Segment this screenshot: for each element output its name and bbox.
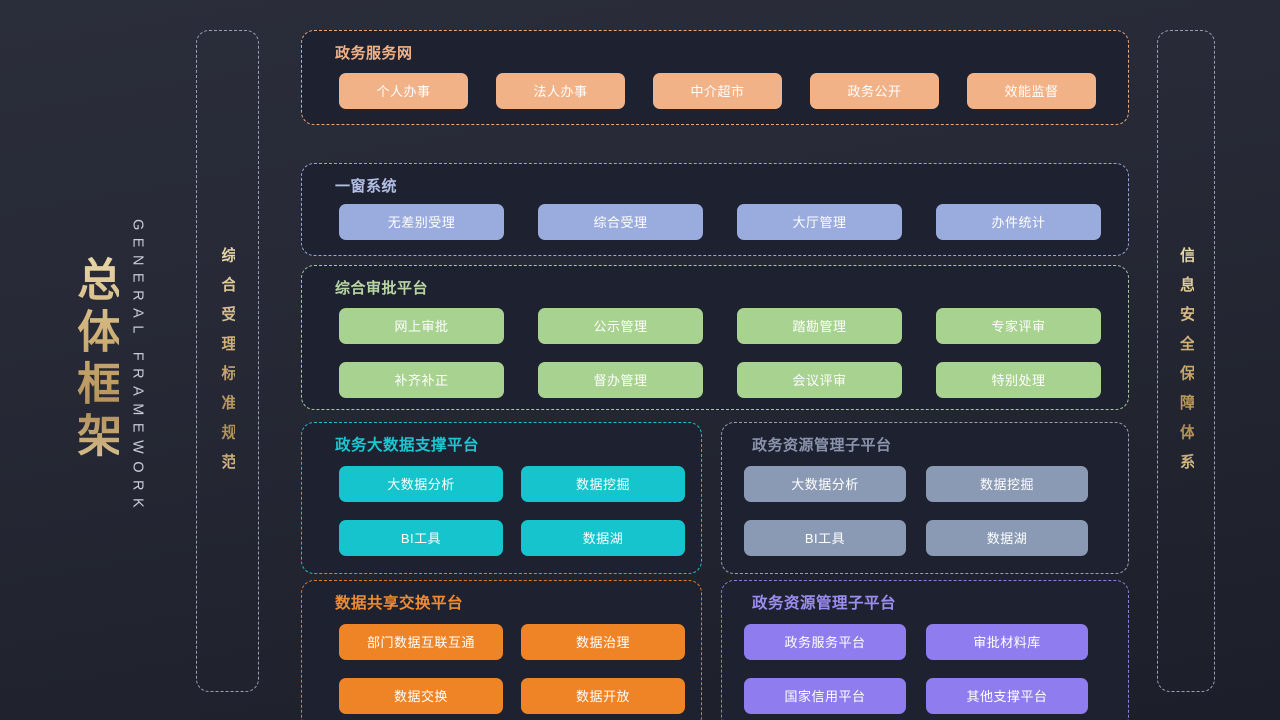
panel-resource-purple-row-1: 政务服务平台 审批材料库 xyxy=(722,624,1128,660)
chip-dept-data-interconnect[interactable]: 部门数据互联互通 xyxy=(339,624,503,660)
chip-data-lake[interactable]: 数据湖 xyxy=(521,520,685,556)
chip-gray-bigdata-analysis[interactable]: 大数据分析 xyxy=(744,466,906,502)
panel-one-window: 一窗系统 无差别受理 综合受理 大厅管理 办件统计 xyxy=(301,163,1129,256)
chip-agency-market[interactable]: 中介超市 xyxy=(653,73,782,109)
panel-resource-purple-row-2: 国家信用平台 其他支撑平台 xyxy=(722,678,1128,714)
architecture-main-area: 政务服务网 个人办事 法人办事 中介超市 政务公开 效能监督 一窗系统 无差别受… xyxy=(301,30,1129,720)
panel-bigdata: 政务大数据支撑平台 大数据分析 数据挖掘 BI工具 数据湖 xyxy=(301,422,702,574)
side-column-standards: 综合受理标准规范 xyxy=(196,30,259,692)
panel-bigdata-title: 政务大数据支撑平台 xyxy=(335,437,480,454)
chip-supplement-correction[interactable]: 补齐补正 xyxy=(339,362,504,398)
panel-one-window-row-1: 无差别受理 综合受理 大厅管理 办件统计 xyxy=(302,204,1128,240)
panel-bigdata-row-1: 大数据分析 数据挖掘 xyxy=(302,466,701,502)
chip-data-exchange[interactable]: 数据交换 xyxy=(339,678,503,714)
chip-legal-affairs[interactable]: 法人办事 xyxy=(496,73,625,109)
panel-gov-service-title: 政务服务网 xyxy=(335,45,413,62)
chip-gray-data-lake[interactable]: 数据湖 xyxy=(926,520,1088,556)
chip-approval-material-library[interactable]: 审批材料库 xyxy=(926,624,1088,660)
chip-comprehensive-acceptance[interactable]: 综合受理 xyxy=(538,204,703,240)
chip-undifferentiated-acceptance[interactable]: 无差别受理 xyxy=(339,204,504,240)
chip-data-governance[interactable]: 数据治理 xyxy=(521,624,685,660)
panel-resource-gray-title: 政务资源管理子平台 xyxy=(752,437,892,454)
chip-other-support-platform[interactable]: 其他支撑平台 xyxy=(926,678,1088,714)
chip-meeting-review[interactable]: 会议评审 xyxy=(737,362,902,398)
panel-approval-row-2: 补齐补正 督办管理 会议评审 特别处理 xyxy=(302,362,1128,398)
panel-data-share-row-1: 部门数据互联互通 数据治理 xyxy=(302,624,701,660)
panel-data-share-row-2: 数据交换 数据开放 xyxy=(302,678,701,714)
panel-approval: 综合审批平台 网上审批 公示管理 踏勘管理 专家评审 补齐补正 督办管理 会议评… xyxy=(301,265,1129,410)
chip-bi-tools[interactable]: BI工具 xyxy=(339,520,503,556)
chip-hall-management[interactable]: 大厅管理 xyxy=(737,204,902,240)
page-title: 总体框架 xyxy=(70,256,122,464)
chip-case-statistics[interactable]: 办件统计 xyxy=(936,204,1101,240)
chip-gov-service-platform[interactable]: 政务服务平台 xyxy=(744,624,906,660)
panel-resource-purple: 政务资源管理子平台 政务服务平台 审批材料库 国家信用平台 其他支撑平台 xyxy=(721,580,1129,720)
panel-approval-title: 综合审批平台 xyxy=(335,280,429,297)
panel-gov-service-row-1: 个人办事 法人办事 中介超市 政务公开 效能监督 xyxy=(302,73,1128,109)
panel-data-share-title: 数据共享交换平台 xyxy=(335,595,464,612)
chip-survey-management[interactable]: 踏勘管理 xyxy=(737,308,902,344)
chip-national-credit-platform[interactable]: 国家信用平台 xyxy=(744,678,906,714)
chip-online-approval[interactable]: 网上审批 xyxy=(339,308,504,344)
panel-approval-row-1: 网上审批 公示管理 踏勘管理 专家评审 xyxy=(302,308,1128,344)
panel-resource-purple-title: 政务资源管理子平台 xyxy=(752,595,897,612)
chip-efficiency-supervision[interactable]: 效能监督 xyxy=(967,73,1096,109)
chip-gray-data-mining[interactable]: 数据挖掘 xyxy=(926,466,1088,502)
framework-title-block: 总体框架 General Framework xyxy=(0,0,196,720)
chip-expert-review[interactable]: 专家评审 xyxy=(936,308,1101,344)
chip-bigdata-analysis[interactable]: 大数据分析 xyxy=(339,466,503,502)
chip-data-opening[interactable]: 数据开放 xyxy=(521,678,685,714)
chip-special-handling[interactable]: 特别处理 xyxy=(936,362,1101,398)
chip-personal-affairs[interactable]: 个人办事 xyxy=(339,73,468,109)
side-column-security-label: 信息安全保障体系 xyxy=(1178,240,1195,483)
panel-data-share: 数据共享交换平台 部门数据互联互通 数据治理 数据交换 数据开放 xyxy=(301,580,702,720)
panel-resource-gray-row-2: BI工具 数据湖 xyxy=(722,520,1128,556)
chip-gray-bi-tools[interactable]: BI工具 xyxy=(744,520,906,556)
side-column-security: 信息安全保障体系 xyxy=(1157,30,1215,692)
page-subtitle-en: General Framework xyxy=(129,218,146,516)
panel-resource-gray: 政务资源管理子平台 大数据分析 数据挖掘 BI工具 数据湖 xyxy=(721,422,1129,574)
chip-supervision-management[interactable]: 督办管理 xyxy=(538,362,703,398)
panel-resource-gray-row-1: 大数据分析 数据挖掘 xyxy=(722,466,1128,502)
side-column-standards-label: 综合受理标准规范 xyxy=(219,240,236,483)
panel-gov-service: 政务服务网 个人办事 法人办事 中介超市 政务公开 效能监督 xyxy=(301,30,1129,125)
panel-bigdata-row-2: BI工具 数据湖 xyxy=(302,520,701,556)
chip-data-mining[interactable]: 数据挖掘 xyxy=(521,466,685,502)
panel-one-window-title: 一窗系统 xyxy=(335,178,398,195)
chip-publicity-management[interactable]: 公示管理 xyxy=(538,308,703,344)
chip-gov-disclosure[interactable]: 政务公开 xyxy=(810,73,939,109)
